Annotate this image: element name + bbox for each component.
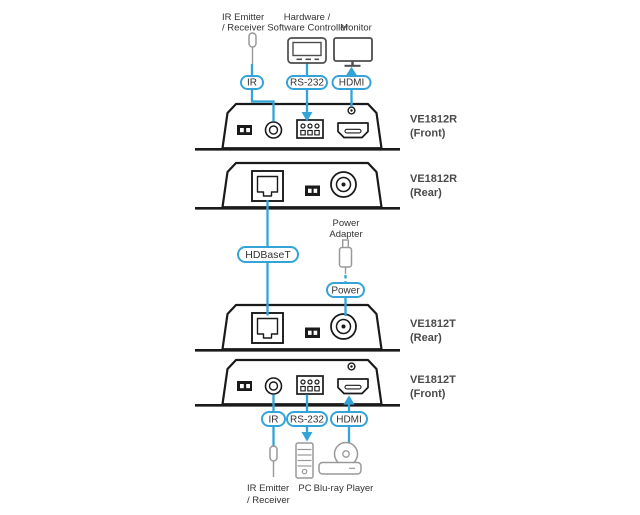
connector-badge-rs232-bottom: RS-232 <box>286 411 328 427</box>
connector-badge-rs232-top: RS-232 <box>286 75 328 90</box>
ir-emitter-bottom-icon <box>269 445 278 477</box>
bluray-label: Blu-ray Player <box>314 483 374 494</box>
peripheral-labels: IR Emitter / Receiver Hardware / Softwar… <box>222 12 373 506</box>
connector-badge-power: Power <box>326 282 365 298</box>
power-adapter-label-1: Power <box>333 218 360 229</box>
rs232-arrow-down-bottom-icon <box>301 432 313 442</box>
bottom-ir-emitter-label-1: IR Emitter <box>247 483 289 494</box>
controller-label-2: Software Controller <box>267 23 348 34</box>
connector-badge-hdmi-bottom: HDMI <box>330 411 368 427</box>
rs232-arrow-down-icon <box>301 112 313 122</box>
ir-bottom-label: IR <box>269 414 279 425</box>
ve1812t-rear-model: VE1812T <box>410 318 456 330</box>
bottom-ir-emitter-label-2: / Receiver <box>247 495 290 506</box>
hdmi-bottom-label: HDMI <box>336 414 362 425</box>
controller-label-1: Hardware / <box>284 12 331 23</box>
bluray-player-icon <box>318 441 362 475</box>
ir-emitter-icon <box>248 32 257 64</box>
connector-badge-hdbaset: HDBaseT <box>237 246 299 263</box>
rs232-top-label: RS-232 <box>290 78 324 89</box>
monitor-label: Monitor <box>340 23 372 34</box>
pc-tower-icon <box>295 442 314 479</box>
ve1812t-front-model: VE1812T <box>410 374 456 386</box>
pc-label: PC <box>298 483 311 494</box>
ve1812t-rear-panel <box>193 303 402 352</box>
ve1812r-rear-panel <box>193 161 402 210</box>
ve1812r-rear-model: VE1812R <box>410 173 457 185</box>
hdmi-top-label: HDMI <box>339 78 365 89</box>
ve1812r-rear-view: (Rear) <box>410 187 442 199</box>
ve1812r-front-view: (Front) <box>410 128 446 140</box>
connector-badge-ir-top: IR <box>240 75 264 90</box>
controller-icon <box>287 37 327 64</box>
ve1812r-front-model: VE1812R <box>410 114 457 126</box>
connector-badge-hdmi-top: HDMI <box>331 75 372 90</box>
rs232-bottom-label: RS-232 <box>290 414 324 425</box>
connector-badge-ir-bottom: IR <box>261 411 286 427</box>
device-labels: VE1812R (Front) VE1812R (Rear) VE1812T (… <box>410 114 457 401</box>
ve1812t-rear-view: (Rear) <box>410 332 442 344</box>
hdmi-arrow-up-bottom-icon <box>343 395 355 405</box>
power-adapter-icon <box>338 239 353 274</box>
power-label: Power <box>331 285 360 296</box>
top-ir-emitter-label-2: / Receiver <box>222 23 265 34</box>
hdmi-arrow-up-icon <box>345 66 358 76</box>
ve1812t-front-view: (Front) <box>410 388 446 400</box>
hdbaset-label: HDBaseT <box>245 249 291 261</box>
monitor-icon <box>333 37 373 67</box>
top-ir-emitter-label-1: IR Emitter <box>222 12 264 23</box>
power-adapter-label-2: Adapter <box>329 229 362 240</box>
ir-top-label: IR <box>247 78 257 89</box>
